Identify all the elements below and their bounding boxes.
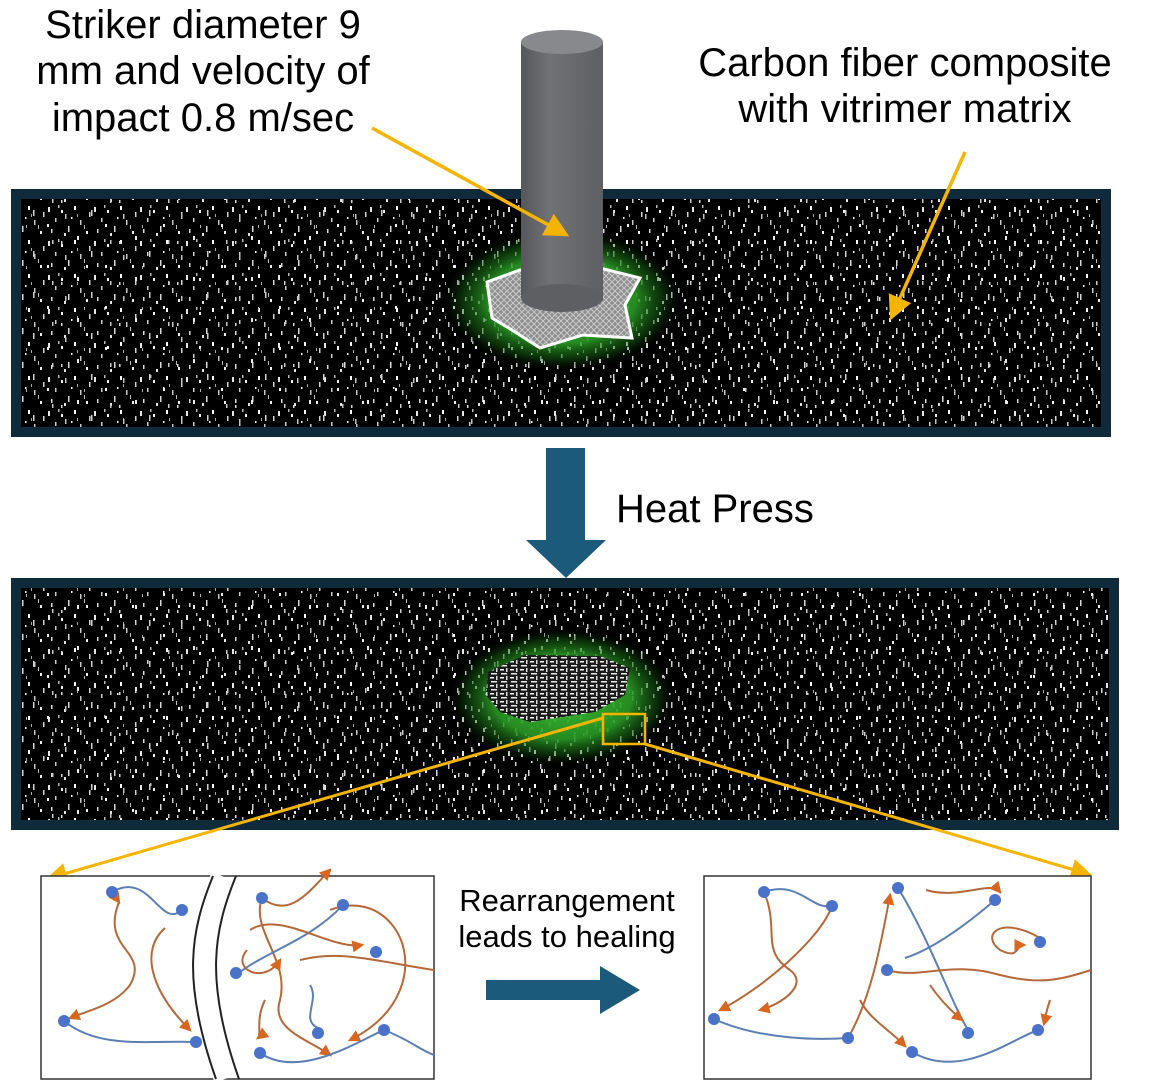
crosslink-node [826, 900, 838, 912]
crosslink-node [256, 892, 268, 904]
chain-brown [929, 984, 964, 1022]
chain-brown [757, 891, 798, 1014]
crosslink-node [881, 964, 893, 976]
striker-body [521, 42, 603, 298]
crosslink-node [370, 946, 382, 958]
crosslink-node [962, 1027, 974, 1039]
crosslink-node [106, 886, 118, 898]
crosslink-node [230, 967, 242, 979]
crosslink-node [842, 1032, 854, 1044]
chain-brown [717, 905, 833, 1012]
chain-brown [261, 868, 332, 907]
crack-gap [191, 871, 236, 1083]
healed-region [486, 655, 630, 722]
chain-brown [991, 926, 1041, 955]
crosslink-node [1034, 936, 1046, 948]
crosslink-node [176, 904, 188, 916]
chain-brown [67, 901, 136, 1021]
striker-callout-arrow [371, 126, 570, 237]
chain-brown [1040, 999, 1053, 1027]
zoom-line-left [45, 716, 604, 884]
composite-label-line: with vitrimer matrix [738, 87, 1072, 132]
crosslink-node [892, 882, 904, 894]
crack-edge-right [215, 875, 240, 1080]
chain-blue [259, 1029, 385, 1064]
chain-blue [239, 904, 344, 973]
chain-blue [763, 888, 833, 908]
chain-blue [904, 899, 996, 959]
striker-label-line: impact 0.8 m/sec [51, 95, 355, 140]
chain-blue [63, 1020, 197, 1044]
chain-blue [911, 1029, 1039, 1063]
chain-brown [925, 880, 1002, 894]
crosslink-node [337, 899, 349, 911]
chain-brown [886, 968, 1092, 982]
composite-callout-arrow [888, 151, 967, 321]
heat-press-label: Heat Press [616, 487, 814, 531]
zoom-box [601, 712, 647, 746]
striker-label-line: mm and velocity of [36, 49, 370, 94]
crosslink-node [58, 1015, 70, 1027]
chains-right-fragment [230, 868, 435, 1064]
chain-brown [299, 954, 435, 971]
healing-label: Rearrangement leads to healing [433, 883, 701, 955]
composite-label-line: Carbon fiber composite [698, 41, 1112, 85]
crosslink-node [906, 1046, 918, 1058]
healed-network-box [703, 875, 1092, 1080]
crosslink-node [254, 1047, 266, 1059]
chain-brown [150, 927, 192, 1032]
striker-cylinder [521, 30, 603, 312]
crosslink-node [1032, 1024, 1044, 1036]
rearrangement-arrow [486, 966, 640, 1014]
healed-composite-panel [11, 578, 1119, 830]
chain-brown [256, 999, 270, 1040]
broken-network-box [40, 868, 435, 1083]
chain-blue [111, 886, 183, 916]
chain-blue [309, 984, 319, 1029]
composite-label: Carbon fiber composite with vitrimer mat… [670, 40, 1140, 133]
network-box-border [703, 875, 1092, 1080]
chain-brown [329, 904, 407, 1042]
zoom-line-right [644, 742, 1093, 880]
striker-top [521, 30, 603, 54]
striker-label: Striker diameter 9 mm and velocity of im… [8, 2, 398, 141]
crack-edge-left [192, 875, 217, 1080]
heat-press-arrow [526, 448, 606, 578]
chain-brown [241, 949, 282, 975]
striker-label-line: Striker diameter 9 [45, 3, 361, 47]
chain-brown [249, 923, 365, 953]
chains-left-fragment [58, 886, 202, 1048]
crosslink-node [312, 1027, 324, 1039]
chain-blue [383, 1029, 435, 1056]
crosslink-node [708, 1013, 720, 1025]
chain-brown [859, 999, 907, 1048]
crosslink-node [758, 886, 770, 898]
crosslink-node [190, 1036, 202, 1048]
chain-brown [847, 892, 895, 1039]
healing-label-line: leads to healing [458, 918, 676, 954]
striker-tip [521, 284, 603, 312]
crosslink-node [378, 1024, 390, 1036]
healing-label-line: Rearrangement [459, 883, 675, 918]
chain-blue [713, 1018, 849, 1040]
crosslink-node [989, 894, 1001, 906]
